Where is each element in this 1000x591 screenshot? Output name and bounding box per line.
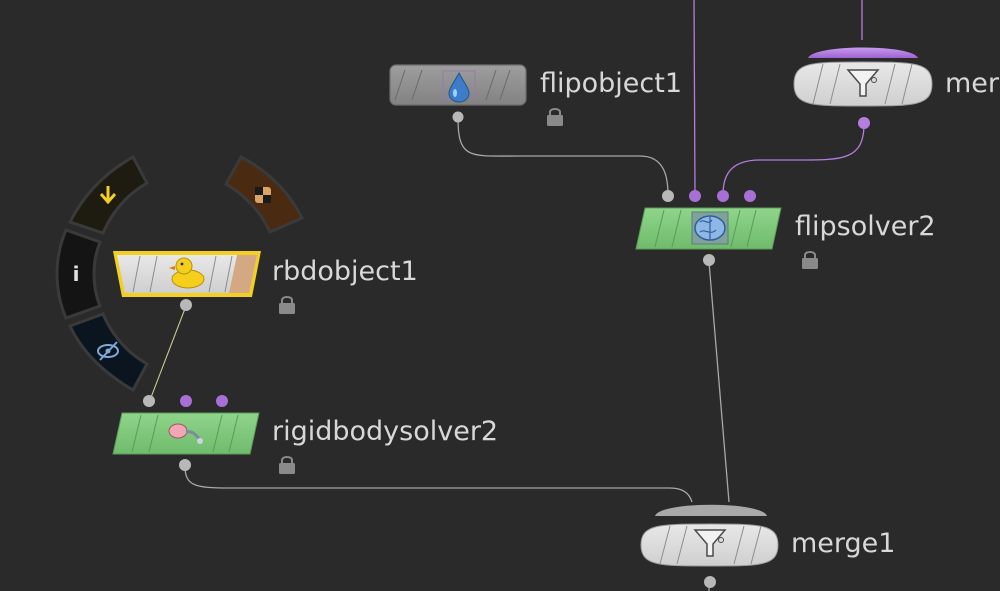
merge-input-bar[interactable] <box>655 504 767 516</box>
input-connector[interactable] <box>689 190 701 202</box>
node-label-rbdobject1[interactable]: rbdobject1 <box>272 256 418 287</box>
node-merge1[interactable] <box>640 504 779 588</box>
output-connector[interactable] <box>180 299 192 311</box>
output-connector[interactable] <box>704 576 716 588</box>
node-flipobject1[interactable] <box>389 64 527 123</box>
brain-icon <box>694 215 726 241</box>
input-connector[interactable] <box>143 395 155 407</box>
water-drop-icon <box>448 71 470 103</box>
node-label-rigidbodysolver2[interactable]: rigidbodysolver2 <box>272 416 499 447</box>
node-label-merge-top[interactable]: merg <box>945 68 1000 99</box>
radial-visibility-button[interactable] <box>67 312 150 393</box>
node-label-merge1[interactable]: merge1 <box>791 528 896 559</box>
wire-rigidbodysolver-to-merge1[interactable] <box>184 465 693 503</box>
eye-slash-icon <box>97 341 119 361</box>
merge-input-bar[interactable] <box>808 47 918 59</box>
funnel-icon <box>693 529 727 557</box>
input-connector[interactable] <box>216 395 228 407</box>
radial-template-button[interactable] <box>223 154 305 234</box>
arrow-down-icon <box>99 186 117 205</box>
lock-icon[interactable] <box>279 296 295 314</box>
node-merge-top[interactable] <box>793 47 933 130</box>
radial-info-button[interactable]: i <box>55 228 102 320</box>
lock-icon[interactable] <box>547 108 563 126</box>
output-connector[interactable] <box>179 459 191 471</box>
wire-flipsolver-to-merge1[interactable] <box>708 261 730 503</box>
wire-rbdobject-to-rigidbodysolver[interactable] <box>149 305 187 401</box>
lock-icon[interactable] <box>802 251 818 269</box>
wire-flipobject-to-flipsolver[interactable] <box>457 117 669 196</box>
rigidbody-solver-icon <box>168 423 204 444</box>
wires <box>149 0 865 591</box>
input-connector[interactable] <box>717 190 729 202</box>
input-connector[interactable] <box>662 190 674 202</box>
checker-icon <box>255 187 271 203</box>
node-rigidbodysolver2[interactable] <box>112 395 260 471</box>
node-rbdobject1[interactable] <box>113 251 261 311</box>
output-connector[interactable] <box>858 117 870 129</box>
radial-output-button[interactable] <box>67 154 150 235</box>
rubber-duck-icon <box>169 257 205 289</box>
output-connector[interactable] <box>703 254 715 266</box>
output-connector[interactable] <box>452 111 464 123</box>
funnel-icon <box>846 69 880 97</box>
wire-incoming-purple-1[interactable] <box>693 0 696 196</box>
node-label-flipobject1[interactable]: flipobject1 <box>540 68 683 99</box>
wire-merge-to-flipsolver[interactable] <box>722 123 865 196</box>
lock-icon[interactable] <box>279 456 295 474</box>
input-connector[interactable] <box>744 190 756 202</box>
input-connector[interactable] <box>180 395 192 407</box>
info-icon: i <box>73 262 80 286</box>
node-label-flipsolver2[interactable]: flipsolver2 <box>795 211 936 242</box>
node-flipsolver2[interactable] <box>635 190 782 266</box>
radial-menu: i <box>55 154 305 393</box>
